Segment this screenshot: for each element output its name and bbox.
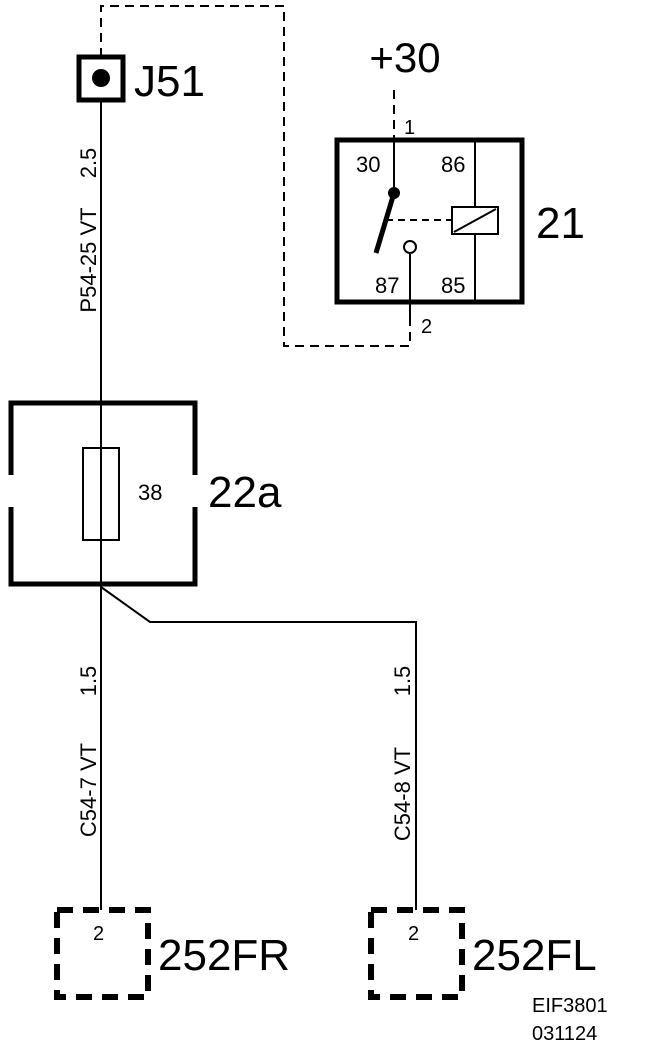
fuse-box-22a: 38 22a [8,400,282,587]
wire-left-branch-id: C54-8 VT [390,747,415,841]
wire-right-branch-gauge-group: 1.5 [76,666,101,697]
connector-j51-node [92,69,110,87]
speaker-252fl-pin: 2 [408,923,419,945]
relay-component-id: 21 [536,199,585,248]
relay-terminal-30: 30 [356,152,380,177]
speaker-252fl: 2 252FL [368,907,597,1000]
wire-left-branch [100,586,417,910]
wire-left-branch-label: C54-8 VT [390,747,415,841]
wire-left-branch-gauge: 1.5 [390,666,415,697]
footer-date: 031124 [532,1023,597,1045]
fuse-box-outline [8,400,198,587]
connector-j51: J51 [76,54,205,106]
wire-main-id: P54-25 VT [76,207,101,312]
relay-pin-out-number: 2 [421,316,432,338]
wire-main-gauge-group: 2.5 [76,148,101,179]
relay-switch-arm [373,192,397,254]
wire-left-branch-gauge-group: 1.5 [390,666,415,697]
dashed-link-j51-relay [100,5,411,347]
speaker-252fl-box [368,907,465,1000]
relay-terminal-86: 86 [441,152,465,177]
connector-j51-label: J51 [134,57,205,106]
relay-pin-in-number: 1 [404,117,415,139]
supply-label: +30 [369,34,440,81]
speaker-252fr: 2 252FR [54,907,290,1000]
relay-terminal-87: 87 [375,273,399,298]
speaker-252fl-id: 252FL [472,931,597,980]
wire-right-branch-label: C54-7 VT [76,743,101,837]
wire-right-branch-gauge: 1.5 [76,666,101,697]
speaker-252fr-id: 252FR [158,931,290,980]
wire-main-label: P54-25 VT [76,207,101,312]
fuse-box-component-id: 22a [208,468,282,517]
speaker-252fr-box [54,907,151,1000]
relay-coil-diagonal [453,208,497,233]
relay-terminal-85: 85 [441,273,465,298]
footer-code: EIF3801 [532,995,608,1017]
fuse-number: 38 [138,480,162,505]
wire-right-branch-id: C54-7 VT [76,743,101,837]
relay-21: 1 2 30 86 87 85 21 [334,117,585,338]
relay-contact-87-node [403,240,417,254]
relay-box [334,137,525,305]
wire-main-gauge: 2.5 [76,148,101,179]
speaker-252fr-pin: 2 [93,923,104,945]
